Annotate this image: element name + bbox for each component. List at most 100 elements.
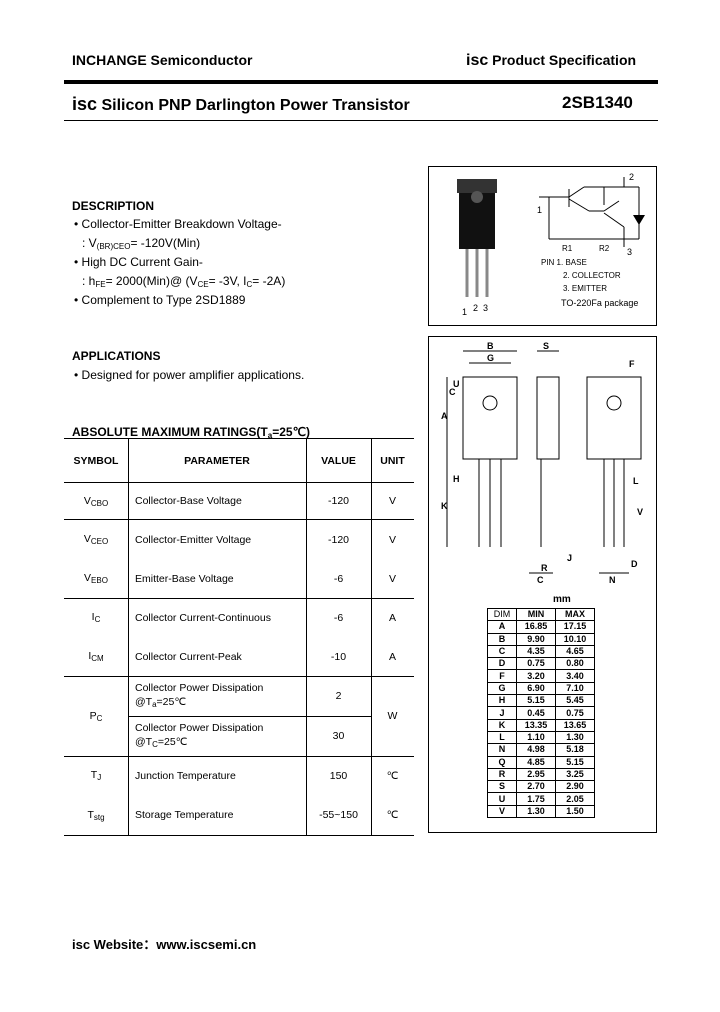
max-cell: 7.10 xyxy=(554,681,596,696)
table-row: Tstg Storage Temperature -55~150 ℃ xyxy=(64,795,414,835)
dim-cell: G xyxy=(487,681,517,696)
parameter-cell: Collector-Base Voltage xyxy=(135,495,242,507)
max-cell: 3.40 xyxy=(554,669,596,683)
footer-website: isc Website：www.iscsemi.cn xyxy=(72,934,256,953)
unit-cell: A xyxy=(388,611,396,624)
table-row: PC Collector Power Dissipation@Ta=25℃ 2 … xyxy=(64,676,414,723)
col-symbol: SYMBOL xyxy=(73,454,119,467)
symbol-cell: TJ xyxy=(90,769,102,782)
table-row: ICM Collector Current-Peak -10 A xyxy=(64,637,414,676)
table-row: VCBO Collector-Base Voltage -120 V xyxy=(64,482,414,520)
label-g: G xyxy=(487,353,494,363)
applications-line-1: • Designed for power amplifier applicati… xyxy=(74,368,305,382)
symbol-cell: IC xyxy=(91,611,101,624)
unit-cell: A xyxy=(388,650,396,663)
max-cell: 5.45 xyxy=(554,694,596,708)
package-name: TO-220Fa package xyxy=(561,298,638,308)
max-cell: 17.15 xyxy=(554,620,596,634)
header-rule xyxy=(64,80,658,84)
min-cell: 2.95 xyxy=(516,767,556,782)
min-cell: 4.35 xyxy=(516,644,556,659)
min-cell: 16.85 xyxy=(516,620,556,634)
table-row: VCEO Collector-Emitter Voltage -120 V xyxy=(64,520,414,559)
parameter-cell: Emitter-Base Voltage xyxy=(135,572,234,585)
unit-cell: ℃ xyxy=(386,769,399,782)
parameter-cell: Storage Temperature xyxy=(135,809,234,821)
label-v: V xyxy=(637,507,643,517)
label-a: A xyxy=(441,411,448,421)
max-cell: 1.30 xyxy=(554,730,596,745)
description-line-3: • High DC Current Gain- xyxy=(74,255,203,269)
title-rule xyxy=(64,120,658,121)
max-cell: 0.80 xyxy=(554,657,596,671)
back-view-body xyxy=(586,376,642,460)
min-cell: 9.90 xyxy=(516,632,556,646)
max-cell: 4.65 xyxy=(554,644,596,659)
ratings-table: SYMBOL PARAMETER VALUE UNIT VCBO Collect… xyxy=(64,439,414,835)
label-l: L xyxy=(633,476,639,486)
label-k: K xyxy=(441,501,448,511)
dims-col-dim: DIM xyxy=(487,607,517,622)
title-prefix: isc xyxy=(72,94,98,114)
label-s: S xyxy=(543,341,549,351)
package-circuit-drawing: 1 2 3 2 1 3 R1 R2 PIN 1. BASE 2 xyxy=(457,172,645,317)
min-cell: 3.20 xyxy=(516,669,556,683)
dims-unit: mm xyxy=(553,594,571,605)
parameter-cell: Collector Current-Continuous xyxy=(135,611,271,624)
outline-drawing-svg: B G S U C A H K F L V J R C D N xyxy=(441,341,643,585)
dim-cell: C xyxy=(487,644,517,659)
unit-cell: V xyxy=(388,495,396,507)
dim-cell: H xyxy=(487,694,517,708)
description-line-4: : hFE= 2000(Min)@ (VCE= -3V, IC= -2A) xyxy=(82,274,286,289)
parameter-cell: Collector Power Dissipation@TC=25℃ xyxy=(135,721,264,749)
pin-desc-2: 2. COLLECTOR xyxy=(563,271,621,280)
circuit-label-3: 3 xyxy=(627,247,632,257)
spec-prefix: isc xyxy=(466,52,489,69)
description-line-1: • Collector-Emitter Breakdown Voltage- xyxy=(74,217,282,231)
circuit-label-2: 2 xyxy=(629,172,634,182)
max-cell: 10.10 xyxy=(554,632,596,646)
front-view-body xyxy=(462,376,518,460)
symbol-cell: Tstg xyxy=(87,808,105,822)
min-cell: 1.10 xyxy=(516,730,556,745)
value-cell: -10 xyxy=(330,650,347,663)
label-b: B xyxy=(487,341,494,351)
label-c-bottom: C xyxy=(537,575,544,585)
dim-cell: D xyxy=(487,657,517,671)
dim-cell: Q xyxy=(487,755,517,769)
table-row: Collector Power Dissipation@TC=25℃ 30 xyxy=(64,716,414,756)
symbol-cell: PC xyxy=(89,709,103,723)
dim-cell: F xyxy=(487,669,517,683)
spec-text: Product Specification xyxy=(492,52,637,68)
table-row: VEBO Emitter-Base Voltage -6 V xyxy=(64,559,414,598)
company-name: INCHANGE Semiconductor xyxy=(72,52,253,68)
min-cell: 0.45 xyxy=(516,706,556,720)
website-link[interactable]: www.iscsemi.cn xyxy=(156,937,257,952)
dim-cell: A xyxy=(487,620,517,634)
value-cell: -120 xyxy=(327,533,349,546)
label-h: H xyxy=(453,474,460,484)
symbol-cell: VCEO xyxy=(83,533,109,546)
parameter-cell: Junction Temperature xyxy=(135,769,236,782)
dim-cell: S xyxy=(487,780,517,794)
dim-cell: V xyxy=(487,804,517,819)
circuit-label-r1: R1 xyxy=(562,244,573,253)
description-line-5: • Complement to Type 2SD1889 xyxy=(74,293,246,307)
dim-cell: K xyxy=(487,718,517,732)
min-cell: 5.15 xyxy=(516,694,556,708)
circuit-label-1: 1 xyxy=(537,205,542,215)
min-cell: 1.30 xyxy=(516,804,556,819)
darlington-circuit xyxy=(539,177,640,247)
min-cell: 4.98 xyxy=(516,743,556,757)
description-line-2: : V(BR)CEO= -120V(Min) xyxy=(82,236,201,251)
